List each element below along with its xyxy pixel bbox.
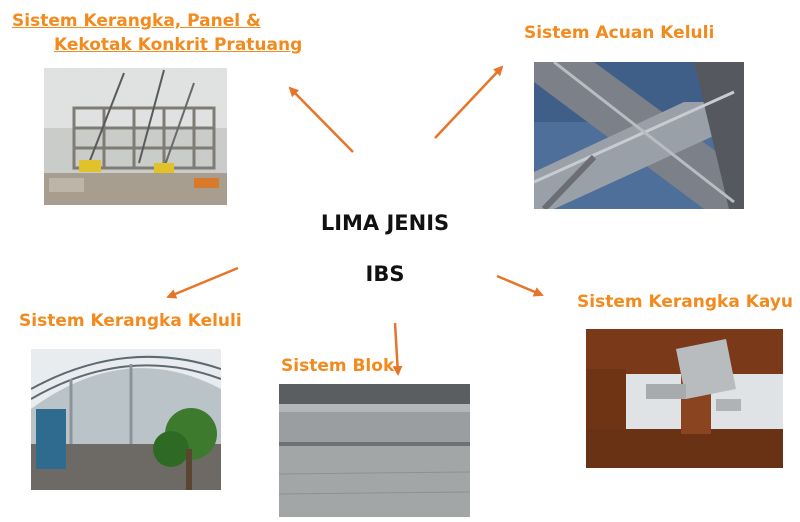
arrow-to-steel-formwork: [434, 65, 504, 139]
block-photo: [279, 384, 470, 517]
arrow-to-precast: [288, 86, 354, 153]
label-steel-formwork: Sistem Acuan Keluli: [524, 23, 715, 43]
label-steel-frame: Sistem Kerangka Keluli: [19, 311, 242, 331]
arrow-to-timber-frame: [496, 274, 544, 297]
steel-formwork-photo: [534, 62, 744, 209]
center-title-line2: IBS: [365, 262, 405, 286]
arrow-to-steel-frame: [166, 266, 239, 299]
label-block: Sistem Blok: [281, 356, 395, 376]
steel-frame-photo: [31, 349, 221, 490]
precast-concrete-photo: [44, 68, 227, 205]
label-precast-line2: Kekotak Konkrit Pratuang: [54, 35, 303, 55]
timber-frame-photo: [586, 329, 783, 468]
label-timber-frame: Sistem Kerangka Kayu: [577, 292, 794, 312]
center-title-line1: LIMA JENIS: [320, 211, 450, 235]
label-precast-line1: Sistem Kerangka, Panel &: [12, 11, 261, 31]
arrow-to-block: [392, 322, 403, 376]
